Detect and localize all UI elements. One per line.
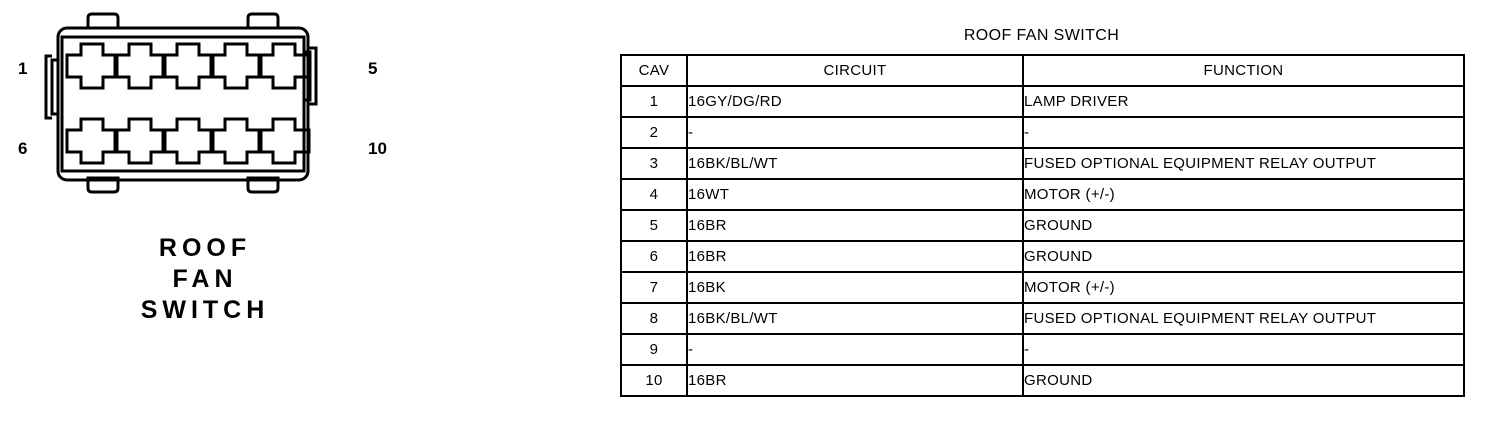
pinout-table: CAV CIRCUIT FUNCTION 1 16GY/DG/RD LAMP D…	[620, 54, 1465, 397]
cell-cav: 3	[620, 147, 688, 180]
connector-inner-shell	[60, 35, 306, 173]
connector-caption-line-1: ROOF	[158, 234, 252, 262]
table-row: 6 16BR GROUND	[620, 240, 1465, 273]
cell-function: GROUND	[1022, 209, 1465, 242]
cavity-8	[161, 117, 215, 165]
cell-circuit: 16BR	[686, 209, 1024, 242]
table-row: 4 16WT MOTOR (+/-)	[620, 178, 1465, 211]
connector-top-tab-left	[86, 12, 120, 30]
cell-function: FUSED OPTIONAL EQUIPMENT RELAY OUTPUT	[1022, 147, 1465, 180]
table-row: 1 16GY/DG/RD LAMP DRIVER	[620, 85, 1465, 118]
connector-right-latch-outer	[308, 46, 318, 106]
cavity-1	[65, 42, 119, 90]
table-row: 9 - -	[620, 333, 1465, 366]
table-row: 8 16BK/BL/WT FUSED OPTIONAL EQUIPMENT RE…	[620, 302, 1465, 335]
table-row: 7 16BK MOTOR (+/-)	[620, 271, 1465, 304]
cavity-4	[209, 42, 263, 90]
cell-function: -	[1022, 333, 1465, 366]
table-row: 2 - -	[620, 116, 1465, 149]
cell-function: MOTOR (+/-)	[1022, 178, 1465, 211]
pinout-table-head: CAV CIRCUIT FUNCTION	[620, 54, 1465, 87]
column-header-cav: CAV	[620, 54, 688, 87]
cell-cav: 5	[620, 209, 688, 242]
cell-cav: 6	[620, 240, 688, 273]
cell-circuit: -	[686, 333, 1024, 366]
cell-function: LAMP DRIVER	[1022, 85, 1465, 118]
connector-left-latch-inner	[50, 58, 58, 116]
cavity-7	[113, 117, 167, 165]
column-header-circuit: CIRCUIT	[686, 54, 1024, 87]
cell-function: GROUND	[1022, 240, 1465, 273]
connector-caption: ROOF FAN SWITCH	[0, 233, 410, 326]
table-row: 10 16BR GROUND	[620, 364, 1465, 397]
cell-cav: 1	[620, 85, 688, 118]
cavity-row-top	[65, 42, 311, 90]
cavity-9	[209, 117, 263, 165]
cell-circuit: 16GY/DG/RD	[686, 85, 1024, 118]
pinout-table-body: 1 16GY/DG/RD LAMP DRIVER 2 - - 3 16BK/BL…	[620, 85, 1465, 397]
cell-circuit: 16BK/BL/WT	[686, 302, 1024, 335]
cell-cav: 9	[620, 333, 688, 366]
connector-caption-line-3: SWITCH	[140, 296, 270, 324]
cell-function: MOTOR (+/-)	[1022, 271, 1465, 304]
cell-circuit: -	[686, 116, 1024, 149]
cell-circuit: 16BK/BL/WT	[686, 147, 1024, 180]
table-header-row: CAV CIRCUIT FUNCTION	[620, 54, 1465, 87]
cell-cav: 8	[620, 302, 688, 335]
cell-circuit: 16WT	[686, 178, 1024, 211]
pin-number-5: 5	[368, 59, 378, 78]
cell-function: GROUND	[1022, 364, 1465, 397]
cavity-3	[161, 42, 215, 90]
cavity-6	[65, 117, 119, 165]
pin-number-10: 10	[368, 139, 387, 158]
cell-cav: 4	[620, 178, 688, 211]
connector-caption-line-2: FAN	[172, 265, 238, 293]
connector-bottom-tab-left	[86, 176, 120, 194]
connector-outer-shell	[56, 26, 310, 182]
connector-bottom-tab-right	[246, 176, 280, 194]
connector-diagram-panel: 1 6 5 10 ROOF FAN SWITCH	[0, 0, 420, 444]
cell-cav: 10	[620, 364, 688, 397]
table-row: 5 16BR GROUND	[620, 209, 1465, 242]
cavity-2	[113, 42, 167, 90]
cavity-10	[257, 117, 311, 165]
connector-body-icon	[44, 12, 318, 194]
pin-number-1: 1	[18, 59, 28, 78]
cell-circuit: 16BR	[686, 364, 1024, 397]
cell-cav: 2	[620, 116, 688, 149]
table-title: ROOF FAN SWITCH	[963, 27, 1120, 44]
connector-left-latch-outer	[44, 54, 52, 120]
cell-function: FUSED OPTIONAL EQUIPMENT RELAY OUTPUT	[1022, 302, 1465, 335]
pin-number-6: 6	[18, 139, 28, 158]
cell-circuit: 16BK	[686, 271, 1024, 304]
cavity-row-bottom	[65, 117, 311, 165]
cell-cav: 7	[620, 271, 688, 304]
pinout-table-panel: ROOF FAN SWITCH CAV CIRCUIT FUNCTION 1 1…	[620, 0, 1480, 444]
connector-top-tab-right	[246, 12, 280, 30]
cell-circuit: 16BR	[686, 240, 1024, 273]
column-header-function: FUNCTION	[1022, 54, 1465, 87]
table-row: 3 16BK/BL/WT FUSED OPTIONAL EQUIPMENT RE…	[620, 147, 1465, 180]
cavity-5	[257, 42, 311, 90]
cell-function: -	[1022, 116, 1465, 149]
